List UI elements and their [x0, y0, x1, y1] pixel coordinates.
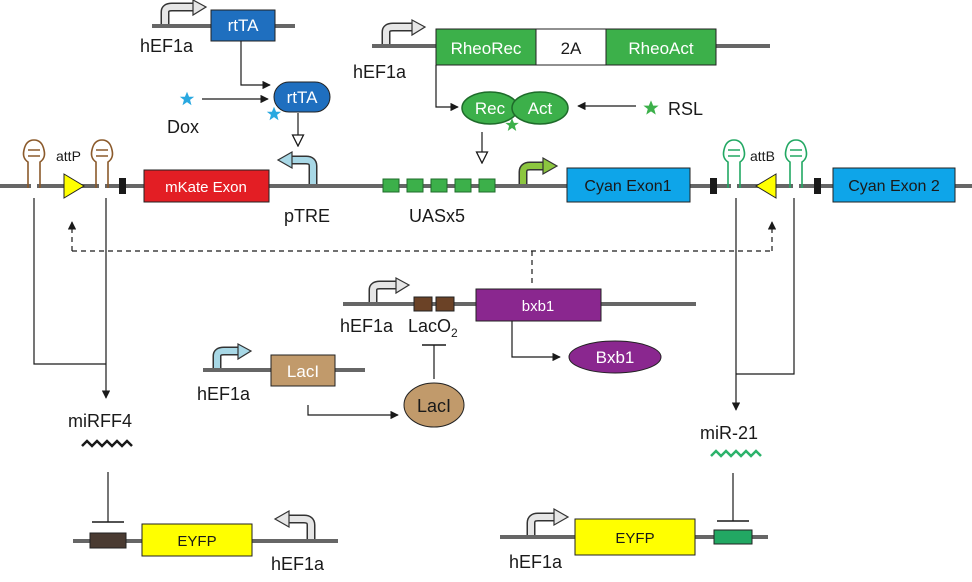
bxb1-protein-label: Bxb1	[596, 348, 635, 367]
attp-label: attP	[56, 148, 81, 164]
rheorec-label: RheoRec	[451, 39, 522, 58]
mkate-exon-label: mKate Exon	[165, 179, 247, 196]
mir21-branch-lines	[731, 198, 795, 411]
terminator	[710, 178, 717, 194]
hef1a-label: hEF1a	[340, 316, 394, 336]
recombination-dashed-lines	[67, 221, 777, 283]
expression-arrow	[307, 405, 399, 420]
mir21-target-site	[713, 529, 753, 545]
laco-label: LacO2	[408, 316, 458, 340]
rtta-cassette: hEF1a rtTA	[140, 0, 295, 56]
laco-site	[413, 296, 433, 312]
attb-label: attB	[750, 148, 775, 164]
terminator	[814, 178, 821, 194]
laci-gene-label: LacI	[287, 362, 319, 381]
mirff4-branch-lines	[33, 198, 111, 399]
expression-arrow	[435, 65, 459, 112]
hef1a-label: hEF1a	[353, 62, 407, 82]
eyfp-gene-box	[141, 523, 253, 557]
bxb1-cassette: hEF1a LacO2 bxb1	[340, 276, 696, 340]
cyan-exon1-box	[566, 167, 691, 203]
bxb1-gene-box	[475, 288, 602, 322]
uas-sites	[382, 178, 496, 193]
2a-label: 2A	[561, 39, 582, 58]
star-icon	[266, 106, 282, 121]
expression-arrow	[511, 321, 561, 362]
laci-gene-box	[270, 354, 336, 387]
mir21-label: miR-21	[700, 423, 758, 443]
mkate-exon-box	[143, 169, 270, 203]
uas-label: UASx5	[409, 206, 465, 226]
star-icon	[643, 100, 659, 115]
act-protein	[511, 91, 569, 125]
cyan-exon1-label: Cyan Exon1	[584, 178, 671, 195]
att-triangle-icon	[63, 173, 85, 199]
att-triangle-icon	[755, 173, 777, 199]
rec-act-complex: Rec Act	[461, 91, 569, 125]
rec-label: Rec	[475, 99, 506, 118]
rheorec-gene-box	[435, 28, 537, 66]
rtta-gene-label: rtTA	[228, 16, 260, 35]
eyfp-label: EYFP	[615, 530, 654, 547]
laci-cassette: hEF1a LacI	[197, 342, 365, 404]
terminator	[119, 178, 126, 194]
laco-site	[435, 296, 455, 312]
hef1a-label: hEF1a	[140, 36, 194, 56]
mirff4-target-site	[89, 532, 127, 549]
hef1a-label: hEF1a	[197, 384, 251, 404]
mirna-wave-icon	[710, 449, 762, 458]
rheo-cassette: hEF1a RheoRec 2A RheoAct	[353, 18, 770, 82]
hairpin-icon	[90, 139, 114, 188]
act-label: Act	[528, 99, 553, 118]
reporter-locus: attP mKate Exon pTRE UASx5 Cyan Exon1	[0, 139, 972, 226]
dox-label: Dox	[167, 117, 199, 137]
hef1a-label: hEF1a	[509, 552, 563, 572]
mirna-wave-icon	[81, 439, 133, 448]
star-icon	[179, 91, 195, 106]
rtta-gene-box	[210, 9, 276, 42]
bxb1-gene-label: bxb1	[522, 298, 555, 315]
laci-protein-label: LacI	[417, 396, 451, 416]
hairpin-icon	[784, 139, 808, 188]
hef1a-label: hEF1a	[271, 554, 325, 574]
cyan-exon2-box	[832, 167, 956, 203]
laci-protein: LacI	[403, 382, 465, 428]
cyan-exon2-label: Cyan Exon 2	[848, 178, 940, 195]
rtta-protein-label: rtTA	[287, 88, 319, 107]
rsl-label: RSL	[668, 99, 703, 119]
rtta-protein: rtTA	[273, 81, 331, 113]
eyfp-gene-box	[574, 518, 696, 556]
hairpin-icon	[722, 139, 746, 188]
expression-arrow	[240, 41, 271, 90]
hairpin-icon	[22, 139, 46, 188]
rheoact-label: RheoAct	[628, 39, 693, 58]
eyfp-reporter-left: EYFP hEF1a	[73, 509, 338, 574]
ptre-label: pTRE	[284, 206, 330, 226]
eyfp-reporter-right: hEF1a EYFP	[500, 507, 768, 572]
rheoact-gene-box	[605, 28, 717, 66]
eyfp-label: EYFP	[177, 533, 216, 550]
mirff4-label: miRFF4	[68, 411, 132, 431]
bxb1-protein: Bxb1	[568, 340, 662, 374]
